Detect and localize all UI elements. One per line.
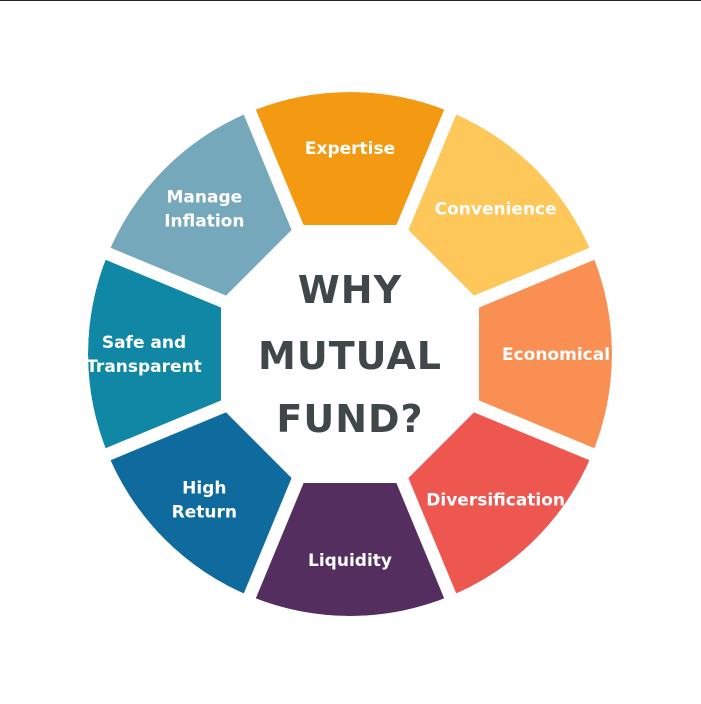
segment-label: Transparent — [86, 357, 202, 377]
segment-high-return — [107, 407, 297, 597]
segment-label: Safe and — [102, 333, 186, 353]
center-title-line-1: WHY — [298, 268, 402, 312]
segment-labels: ExpertiseConvenienceEconomicalDiversific… — [86, 139, 610, 571]
top-border-line — [0, 0, 701, 1]
segment-label: Diversification — [426, 491, 565, 511]
segment-convenience — [403, 111, 593, 301]
segment-label: Manage — [167, 187, 243, 207]
segments-group — [88, 92, 612, 616]
center-title-line-3: FUND? — [276, 397, 423, 441]
segment-manage-inflation — [107, 111, 297, 301]
segment-safe-and-transparent — [88, 253, 222, 455]
center-octagon — [226, 230, 474, 478]
segment-label: Convenience — [435, 199, 557, 219]
segment-gaps — [76, 80, 624, 628]
segment-diversification — [403, 407, 593, 597]
segment-label: Inflation — [164, 211, 244, 231]
segment-expertise — [249, 92, 451, 226]
segment-economical — [479, 253, 612, 455]
center-title-line-2: MUTUAL — [258, 334, 442, 378]
segment-liquidity — [249, 483, 451, 616]
outer-edge-mask — [76, 80, 624, 628]
segment-label: Return — [172, 503, 237, 523]
segment-label: Liquidity — [308, 551, 392, 571]
segment-label: Expertise — [305, 139, 395, 159]
segment-label: High — [182, 479, 226, 499]
segment-label: Economical — [502, 345, 610, 365]
